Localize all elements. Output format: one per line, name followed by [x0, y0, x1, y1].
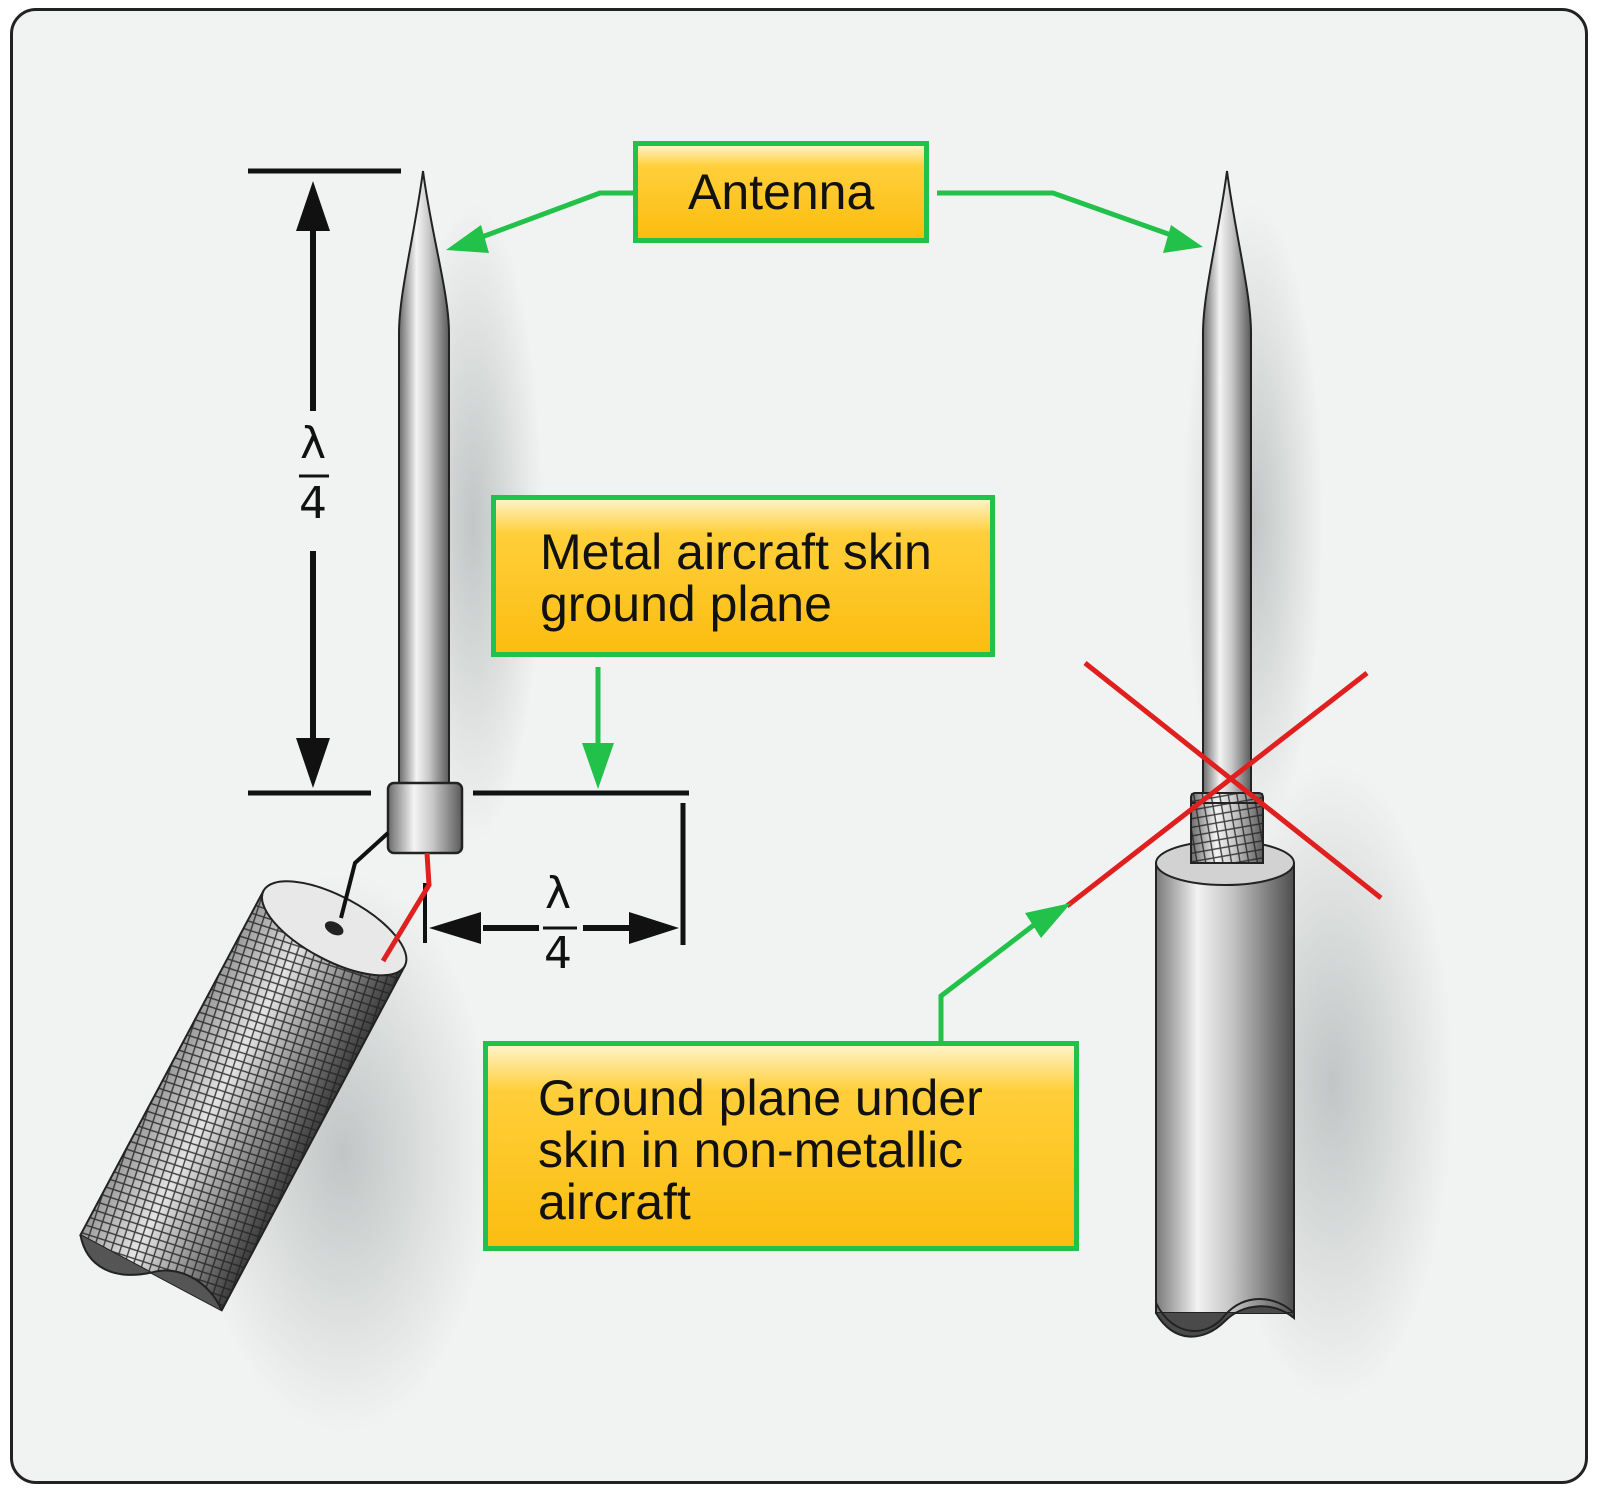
- vertical-denominator: 4: [299, 478, 327, 529]
- dimension-arrowhead-down: [296, 738, 330, 788]
- horizontal-denominator: 4: [544, 928, 572, 979]
- vertical-lambda: λ: [299, 418, 327, 469]
- vertical-dimension-label: λ 4: [283, 421, 343, 527]
- figure-frame: λ 4 λ 4 Antenna Metal aircraft skin grou…: [10, 8, 1588, 1484]
- ground-wire: [339, 831, 390, 919]
- ground-plane-callout: Ground plane under skin in non-metallic …: [483, 1041, 1079, 1251]
- right-mount-tube: [1155, 802, 1295, 1338]
- ground-plane-line-1: Ground plane under: [538, 1070, 983, 1126]
- ground-plane-leader: [938, 903, 1071, 1043]
- ground-plane-line-2: skin in non-metallic: [538, 1122, 964, 1178]
- feed-wire: [380, 852, 432, 963]
- ground-plane-line-3: aircraft: [538, 1174, 691, 1230]
- coax-center-conductor: [324, 921, 344, 936]
- vertical-dimension: [248, 168, 401, 788]
- metal-skin-callout: Metal aircraft skin ground plane: [491, 495, 995, 657]
- metal-skin-line-1: Metal aircraft skin: [540, 524, 932, 580]
- cross-out-mark: [1065, 661, 1383, 908]
- dimension-arrowhead-left: [429, 912, 481, 944]
- diagram-canvas: [79, 168, 1453, 1433]
- left-antenna-base: [386, 781, 464, 855]
- horizontal-dimension-label: λ 4: [528, 871, 588, 977]
- horizontal-lambda: λ: [544, 868, 572, 919]
- metal-skin-line-2: ground plane: [540, 576, 832, 632]
- dimension-arrowhead-right: [629, 912, 679, 944]
- metal-skin-leader: [582, 667, 614, 789]
- left-antenna: [386, 170, 464, 855]
- dimension-arrowhead-up: [296, 181, 330, 231]
- antenna-label: Antenna: [688, 164, 875, 220]
- antenna-callout: Antenna: [633, 141, 929, 243]
- coax-cable: [79, 831, 432, 1312]
- antenna-leaders: [446, 190, 1203, 253]
